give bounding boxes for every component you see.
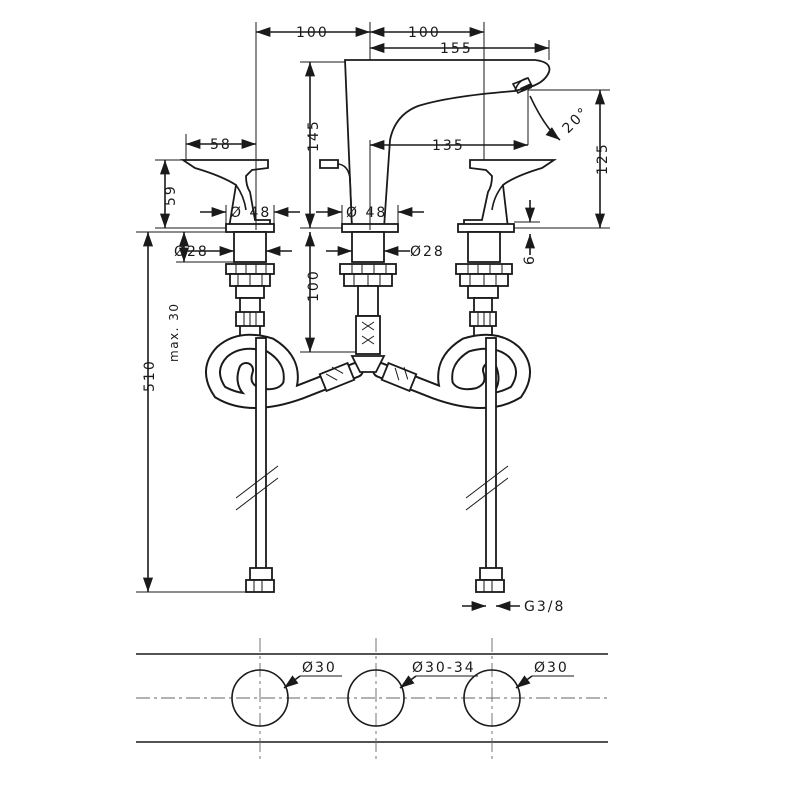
dimension-lines: [136, 22, 610, 612]
mid-fixing-nut: [339, 263, 397, 355]
right-shank: [467, 231, 501, 263]
spout-aerator: [511, 76, 534, 95]
cutout-left-label: Ø30: [302, 660, 337, 676]
spout-shank: [351, 231, 385, 263]
right-mounting-hole: [463, 669, 521, 727]
left-mounting-hole: [231, 669, 289, 727]
dim-58: 58: [210, 137, 232, 153]
dim-59: 59: [163, 184, 179, 206]
left-fixing-nut: [225, 263, 275, 339]
dim-diam28-left: Ø28: [174, 244, 209, 260]
pop-up-rod: [319, 159, 353, 229]
dim-125: 125: [595, 142, 611, 175]
left-handle: [180, 159, 271, 229]
dim-6: 6: [522, 254, 538, 265]
cutout-mid-label: Ø30-34: [412, 660, 476, 676]
hose-connectors: [318, 355, 418, 393]
dim-diam48-left: Ø 48: [230, 205, 271, 221]
dim-diam28-right: Ø28: [410, 244, 445, 260]
dim-510: 510: [142, 359, 158, 392]
right-base-plate: [457, 223, 515, 233]
left-supply-pipe: [235, 337, 279, 593]
right-fixing-nut: [455, 263, 513, 339]
left-base-plate: [225, 223, 275, 233]
dim-155: 155: [440, 41, 473, 57]
dim-100-right: 100: [408, 25, 441, 41]
cutout-right-label: Ø30: [534, 660, 569, 676]
dim-100-vertical: 100: [306, 269, 322, 302]
dim-20deg: 20°: [560, 104, 593, 137]
right-handle: [463, 159, 557, 229]
dim-g38: G3/8: [524, 599, 565, 615]
mid-mounting-hole: [347, 669, 405, 727]
dim-145: 145: [306, 119, 322, 152]
right-supply-pipe: [465, 337, 509, 593]
dim-diam48-mid: Ø 48: [346, 205, 387, 221]
left-shank: [233, 231, 267, 263]
dim-max30: max. 30: [167, 302, 181, 362]
dim-100-left: 100: [296, 25, 329, 41]
right-hose-loop: [372, 333, 531, 409]
deck-cutout-view: [136, 638, 608, 760]
dim-135: 135: [432, 138, 465, 154]
